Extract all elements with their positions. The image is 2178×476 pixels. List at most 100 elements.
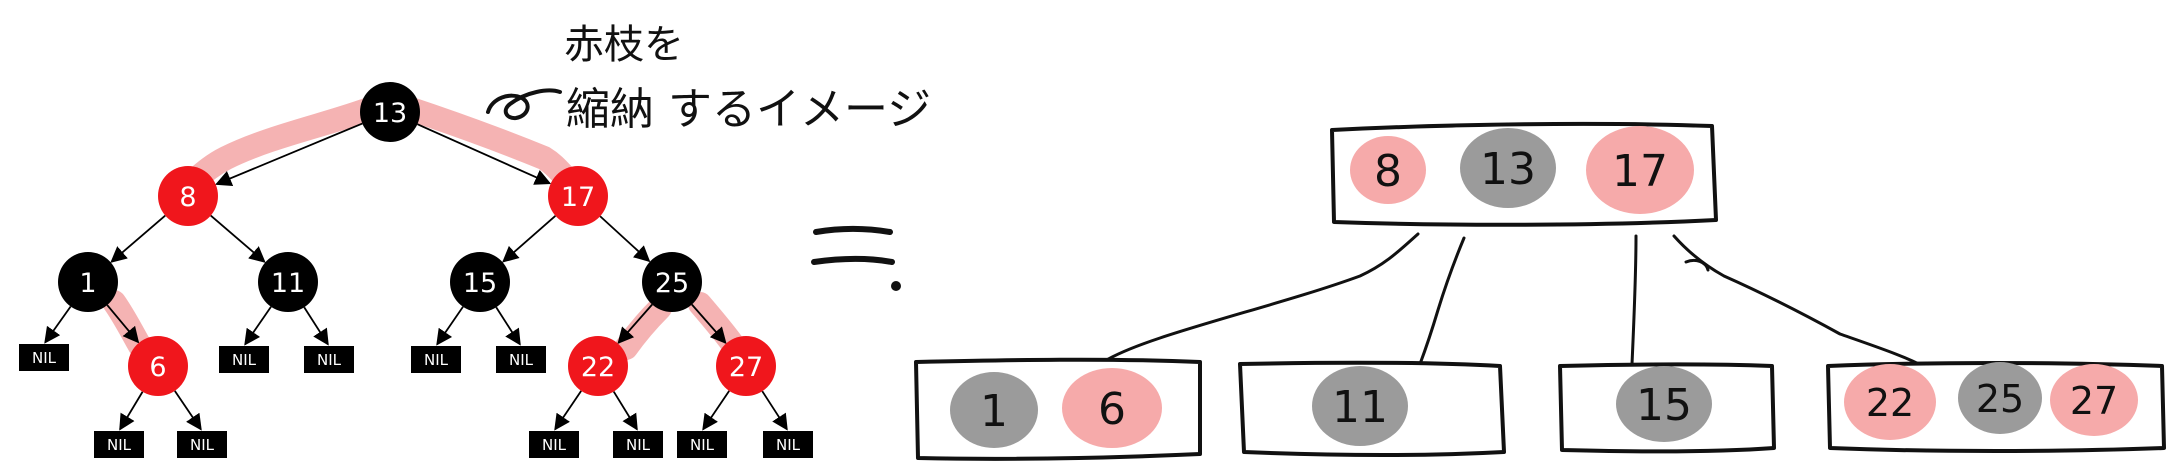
btree-edge-root-leaf1 bbox=[1098, 232, 1420, 366]
rb-edge-8-11 bbox=[210, 214, 266, 263]
rb-edge-6-il7 bbox=[174, 390, 202, 431]
nil-leaf-2-label: NIL bbox=[232, 351, 257, 369]
btree-key-15-blob bbox=[1616, 366, 1712, 442]
rb-node-13-circle bbox=[360, 82, 420, 142]
rb-edge-13-8 bbox=[215, 122, 363, 186]
btree-edge-root-leaf3 bbox=[1630, 234, 1638, 366]
nil-leaf-4-label: NIL bbox=[424, 351, 449, 369]
rb-edge-27-il10 bbox=[702, 390, 730, 431]
nil-leaf-6: NIL bbox=[94, 431, 144, 458]
nil-leaf-11: NIL bbox=[763, 431, 813, 458]
rb-edge-11-il3 bbox=[303, 306, 329, 346]
nil-leaf-1-box bbox=[19, 344, 69, 371]
nil-leaf-10: NIL bbox=[677, 431, 727, 458]
equals-sign bbox=[811, 226, 901, 291]
red-edge-highlights bbox=[102, 96, 746, 360]
note-pointer-squiggle bbox=[486, 88, 562, 121]
rb-edge-27-il11 bbox=[761, 390, 788, 431]
nil-leaf-2-box bbox=[219, 346, 269, 373]
nil-leaf-4-box bbox=[411, 346, 461, 373]
rb-node-17-circle bbox=[548, 166, 608, 226]
rb-node-11-label: 11 bbox=[271, 268, 305, 299]
rb-node-13: 13 bbox=[360, 82, 420, 142]
nil-leaf-2: NIL bbox=[219, 346, 269, 373]
nil-leaf-8-label: NIL bbox=[542, 436, 567, 454]
btree-connections bbox=[1098, 232, 1932, 372]
btree-key-17-label: 17 bbox=[1612, 146, 1668, 197]
rb-node-25: 25 bbox=[642, 252, 702, 312]
nil-leaf-6-box bbox=[94, 431, 144, 458]
rb-edge-6-il6 bbox=[119, 391, 144, 431]
nil-leaf-9-label: NIL bbox=[626, 436, 651, 454]
btree-key-6-blob bbox=[1062, 368, 1162, 448]
rb-node-15-circle bbox=[450, 252, 510, 312]
nil-leaf-5-label: NIL bbox=[509, 351, 534, 369]
nil-leaf-4: NIL bbox=[411, 346, 461, 373]
nil-leaf-11-label: NIL bbox=[776, 436, 801, 454]
btree-leaf-2: 11 bbox=[1238, 360, 1506, 457]
nil-leaves: NIL NIL NIL NIL NIL NIL NIL NIL bbox=[19, 344, 813, 458]
btree-key-8-blob bbox=[1350, 136, 1426, 204]
btree-key-15-label: 15 bbox=[1636, 380, 1692, 431]
btree-edge-root-leaf4-hook bbox=[1684, 258, 1710, 272]
rb-edge-13-17 bbox=[417, 123, 552, 185]
rb-node-11-circle bbox=[258, 252, 318, 312]
btree-key-11-label: 11 bbox=[1332, 382, 1388, 433]
btree-key-25-blob bbox=[1958, 362, 2042, 434]
btree-leaf-1: 1 6 bbox=[914, 357, 1202, 461]
rb-edge-25-22 bbox=[617, 303, 653, 344]
btree-root-node: 8 13 17 bbox=[1330, 121, 1718, 227]
nil-leaf-8-box bbox=[529, 431, 579, 458]
btree-key-1-label: 1 bbox=[980, 386, 1008, 437]
rb-edge-25-27 bbox=[691, 303, 727, 344]
nil-leaf-7: NIL bbox=[177, 431, 227, 458]
rb-edge-1-6 bbox=[106, 304, 140, 344]
rb-edge-1-il1 bbox=[44, 305, 72, 344]
rb-node-8-circle bbox=[158, 166, 218, 226]
rb-node-17-label: 17 bbox=[561, 182, 595, 213]
btree-leaf-3: 15 bbox=[1558, 362, 1776, 454]
rb-edge-8-1 bbox=[110, 214, 166, 263]
nil-leaf-1: NIL bbox=[19, 344, 69, 371]
rb-node-6: 6 bbox=[128, 336, 188, 396]
nil-leaf-10-label: NIL bbox=[690, 436, 715, 454]
btree-key-13-blob bbox=[1460, 128, 1556, 208]
btree-leaf-4: 22 25 27 bbox=[1826, 361, 2166, 453]
btree-key-11-blob bbox=[1312, 366, 1408, 446]
rb-node-27-label: 27 bbox=[729, 352, 763, 383]
btree-key-1-blob bbox=[950, 372, 1038, 448]
rb-edge-15-il5 bbox=[495, 306, 521, 346]
nil-leaf-7-box bbox=[177, 431, 227, 458]
rb-node-8-label: 8 bbox=[179, 182, 196, 213]
rb-edge-17-25 bbox=[599, 215, 651, 263]
equals-bottom-stroke bbox=[811, 256, 895, 265]
btree-key-22-blob bbox=[1844, 364, 1936, 440]
equals-dot bbox=[891, 281, 901, 291]
rb-node-11: 11 bbox=[258, 252, 318, 312]
note-line-1: 赤枝を bbox=[564, 22, 684, 68]
note-line-2: 縮納 するイメージ bbox=[566, 84, 931, 135]
rb-edge-22-il9 bbox=[612, 391, 638, 431]
rb-node-27: 27 bbox=[716, 336, 776, 396]
rb-edge-17-15 bbox=[502, 215, 557, 263]
nil-leaf-3-box bbox=[304, 346, 354, 373]
nil-leaf-3-label: NIL bbox=[317, 351, 342, 369]
btree-key-6-label: 6 bbox=[1098, 384, 1126, 435]
btree-key-13-label: 13 bbox=[1480, 144, 1536, 195]
rb-node-13-label: 13 bbox=[373, 98, 407, 129]
btree-key-22-label: 22 bbox=[1866, 381, 1914, 425]
nil-leaf-5: NIL bbox=[496, 346, 546, 373]
rb-node-17: 17 bbox=[548, 166, 608, 226]
rb-node-1: 1 bbox=[58, 252, 118, 312]
nil-leaf-10-box bbox=[677, 431, 727, 458]
nil-leaf-9-box bbox=[613, 431, 663, 458]
rb-node-27-circle bbox=[716, 336, 776, 396]
btree-edge-root-leaf4 bbox=[1672, 234, 1932, 372]
rb-tree-edges bbox=[44, 122, 788, 431]
equals-top-stroke bbox=[813, 226, 893, 235]
highlight-25-27 bbox=[688, 292, 746, 358]
rb-tree-nodes: 13 8 17 1 11 15 25 6 bbox=[58, 82, 776, 396]
nil-leaf-1-label: NIL bbox=[32, 349, 57, 367]
rb-node-1-label: 1 bbox=[79, 268, 96, 299]
